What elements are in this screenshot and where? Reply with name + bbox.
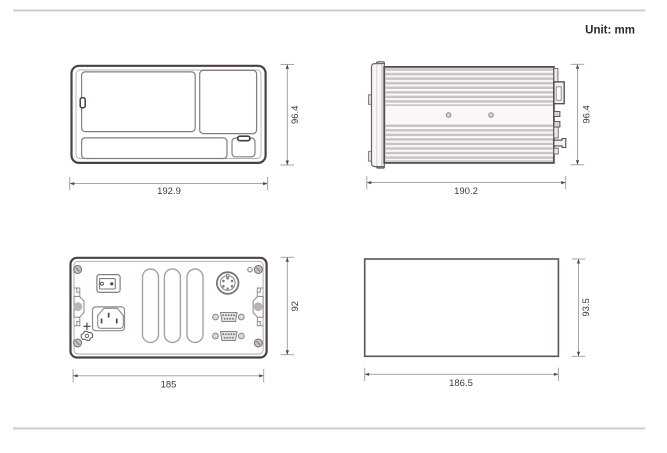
svg-text:96.4: 96.4 [290,106,301,125]
svg-text:192.9: 192.9 [157,186,181,197]
svg-text:92: 92 [290,301,301,312]
svg-text:Unit: mm: Unit: mm [585,24,635,36]
svg-text:186.5: 186.5 [449,378,473,389]
svg-text:93.5: 93.5 [581,298,592,317]
svg-text:96.4: 96.4 [582,105,593,124]
svg-text:185: 185 [161,380,177,391]
svg-text:190.2: 190.2 [454,186,478,197]
